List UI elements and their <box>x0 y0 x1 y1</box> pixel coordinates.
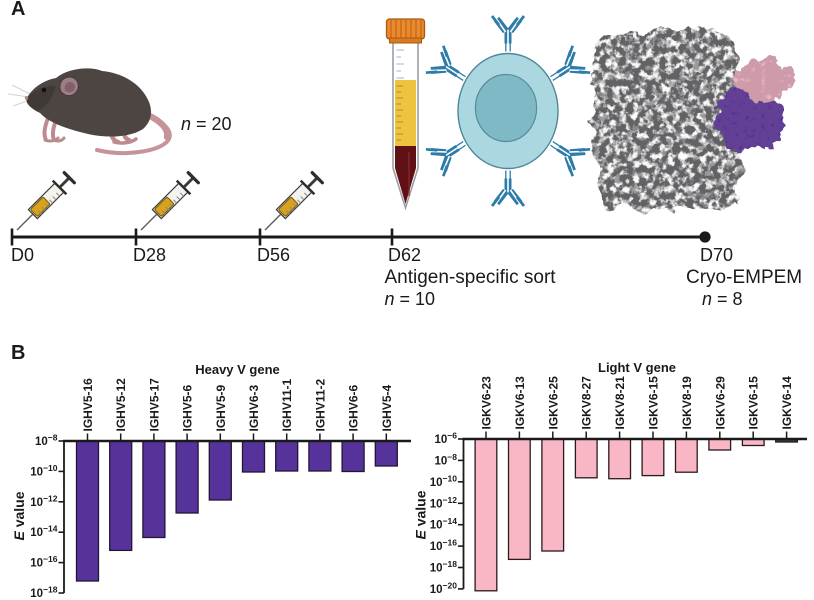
svg-text:D0: D0 <box>11 245 34 265</box>
svg-text:IGHV11-2: IGHV11-2 <box>313 378 327 431</box>
svg-text:IGHV5-17: IGHV5-17 <box>147 378 161 432</box>
svg-text:IGKV8-27: IGKV8-27 <box>580 376 594 430</box>
svg-text:Light V gene: Light V gene <box>598 360 676 375</box>
svg-text:D70: D70 <box>700 245 733 265</box>
svg-text:IGHV6-3: IGHV6-3 <box>247 384 261 431</box>
svg-text:10−16: 10−16 <box>30 554 57 570</box>
svg-text:D28: D28 <box>133 245 166 265</box>
svg-text:IGKV6-15: IGKV6-15 <box>647 376 661 430</box>
svg-text:IGKV6-29: IGKV6-29 <box>713 376 727 430</box>
svg-text:IGKV6-13: IGKV6-13 <box>513 376 527 430</box>
svg-text:IGKV6-25: IGKV6-25 <box>546 376 560 430</box>
svg-text:E value: E value <box>11 491 27 540</box>
svg-text:10−16: 10−16 <box>430 538 457 554</box>
svg-text:IGHV5-16: IGHV5-16 <box>81 378 95 432</box>
svg-text:10−12: 10−12 <box>30 493 57 509</box>
svg-text:n = 10: n = 10 <box>385 289 436 309</box>
svg-text:IGKV8-21: IGKV8-21 <box>613 376 627 430</box>
svg-text:IGHV6-6: IGHV6-6 <box>347 384 361 431</box>
svg-text:IGHV5-12: IGHV5-12 <box>114 378 128 432</box>
svg-text:10−14: 10−14 <box>430 516 457 532</box>
svg-text:10−8: 10−8 <box>435 452 458 468</box>
svg-text:10−10: 10−10 <box>430 473 457 489</box>
svg-text:IGKV8-19: IGKV8-19 <box>680 376 694 430</box>
svg-text:IGKV6-14: IGKV6-14 <box>780 376 794 430</box>
svg-text:IGKV6-15: IGKV6-15 <box>747 376 761 430</box>
svg-text:n = 20: n = 20 <box>181 114 232 134</box>
svg-text:Cryo-EMPEM: Cryo-EMPEM <box>686 267 802 288</box>
svg-text:Heavy V gene: Heavy V gene <box>195 362 280 377</box>
svg-text:IGHV11-1: IGHV11-1 <box>280 378 294 431</box>
svg-text:n = 8: n = 8 <box>702 289 743 309</box>
svg-text:10−8: 10−8 <box>35 433 58 449</box>
svg-text:D62: D62 <box>388 245 421 265</box>
svg-text:IGKV6-23: IGKV6-23 <box>480 376 494 430</box>
svg-text:Antigen-specific sort: Antigen-specific sort <box>385 267 557 288</box>
svg-text:10−18: 10−18 <box>430 559 457 575</box>
svg-text:10−18: 10−18 <box>30 585 57 600</box>
svg-text:IGHV5-9: IGHV5-9 <box>214 384 228 431</box>
svg-text:B: B <box>11 342 25 364</box>
svg-text:10−20: 10−20 <box>430 580 457 596</box>
svg-text:A: A <box>11 0 25 20</box>
svg-text:IGHV5-4: IGHV5-4 <box>380 384 394 431</box>
svg-text:10−6: 10−6 <box>435 431 458 447</box>
svg-text:D56: D56 <box>257 245 290 265</box>
svg-text:E value: E value <box>413 490 429 539</box>
svg-text:IGHV5-6: IGHV5-6 <box>181 384 195 431</box>
svg-text:10−12: 10−12 <box>430 495 457 511</box>
svg-text:10−14: 10−14 <box>30 524 57 540</box>
svg-text:10−10: 10−10 <box>30 463 57 479</box>
